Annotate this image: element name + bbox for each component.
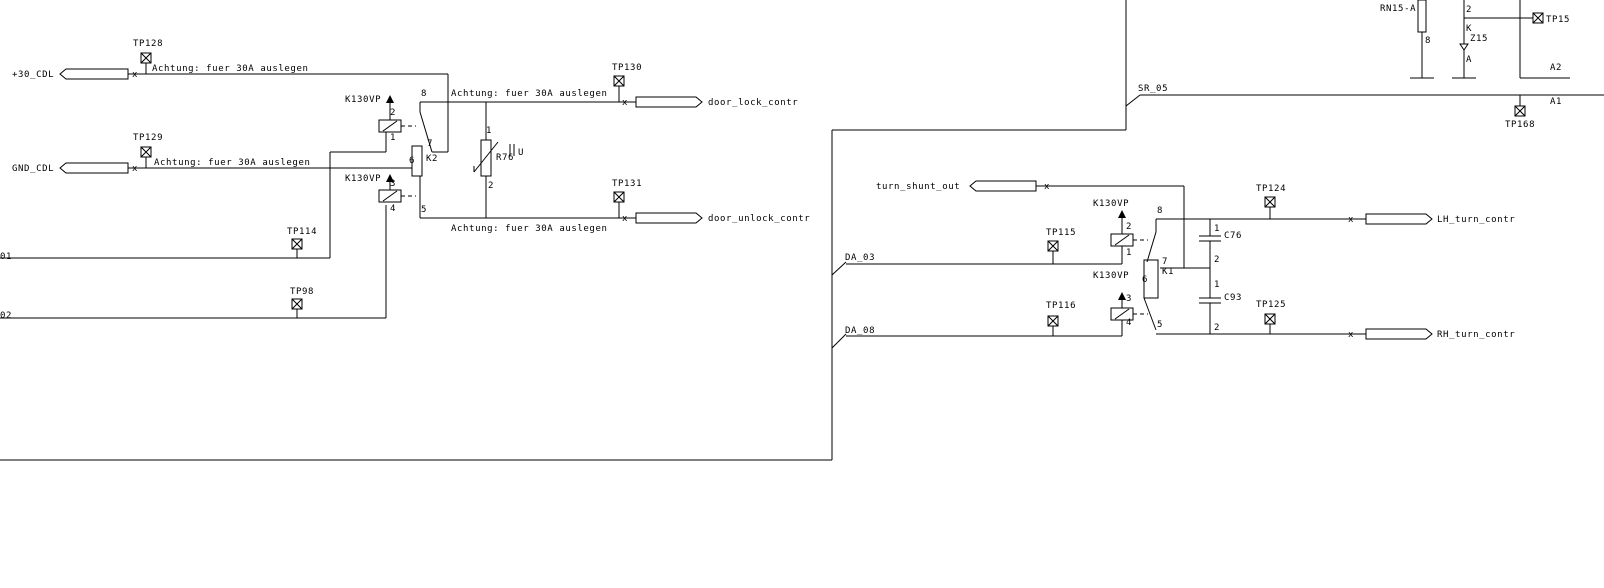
port-turn-shunt-out[interactable]	[969, 180, 1037, 192]
net-label-da01-fragment: 01	[0, 252, 12, 262]
cross-marker: x	[622, 214, 628, 224]
cross-marker: x	[1348, 215, 1354, 225]
svg-text:8: 8	[1157, 206, 1163, 216]
cross-marker: x	[1348, 330, 1354, 340]
svg-text:3: 3	[390, 179, 396, 189]
note-current-rating-1: Achtung: fuer 30A auslegen	[152, 64, 308, 74]
svg-text:1: 1	[1214, 224, 1220, 234]
relay-type-label-1: K130VP	[345, 95, 381, 105]
component-ref-c93: C93	[1224, 293, 1242, 303]
component-ref-rn15: RN15-A	[1380, 4, 1416, 14]
testpoint-label-tp115: TP115	[1046, 228, 1076, 238]
svg-text:U: U	[518, 148, 524, 158]
resistor-rn15[interactable]	[1417, 0, 1427, 33]
component-ref-r76: R76	[496, 153, 514, 163]
port-gnd-cdl[interactable]	[59, 162, 129, 174]
port-rh-turn[interactable]	[1365, 328, 1433, 340]
net-label-turn-shunt-out: turn_shunt_out	[876, 182, 960, 192]
net-label-da08: DA_08	[845, 326, 875, 336]
port-p30-cdl[interactable]	[59, 68, 129, 80]
svg-text:3: 3	[1126, 294, 1132, 304]
svg-text:A: A	[1466, 55, 1472, 65]
note-current-rating-2: Achtung: fuer 30A auslegen	[154, 158, 310, 168]
net-label-da03: DA_03	[845, 253, 875, 263]
cross-marker: x	[622, 98, 628, 108]
svg-text:8: 8	[1425, 36, 1431, 46]
svg-text:K: K	[1466, 24, 1472, 34]
svg-text:2: 2	[488, 181, 494, 191]
relay-type-label-2: K130VP	[345, 174, 381, 184]
switch-contact-k2	[419, 111, 433, 153]
svg-text:4: 4	[1126, 318, 1132, 328]
svg-text:2: 2	[1214, 323, 1220, 333]
testpoint-label-tp168: TP168	[1505, 120, 1535, 130]
svg-text:1: 1	[486, 126, 492, 136]
testpoint-label-tp98: TP98	[290, 287, 314, 297]
zener-z15[interactable]	[1459, 43, 1469, 51]
relay-arrow-icon	[1118, 210, 1126, 218]
testpoint-label-tp124: TP124	[1256, 184, 1286, 194]
note-current-rating-4: Achtung: fuer 30A auslegen	[451, 224, 607, 234]
svg-text:2: 2	[1466, 5, 1472, 15]
svg-text:8: 8	[421, 89, 427, 99]
testpoint-label-tp131: TP131	[612, 179, 642, 189]
svg-text:A2: A2	[1550, 63, 1562, 73]
relay-type-label-4: K130VP	[1093, 271, 1129, 281]
testpoint-label-tp114: TP114	[287, 227, 317, 237]
component-ref-z15: Z15	[1470, 34, 1488, 44]
svg-text:1: 1	[1126, 248, 1132, 258]
net-label-door-lock: door_lock_contr	[708, 98, 798, 108]
svg-text:4: 4	[390, 204, 396, 214]
net-label-door-unlock: door_unlock_contr	[708, 214, 810, 224]
cross-marker: x	[132, 70, 138, 80]
net-label-da02-fragment: 02	[0, 311, 12, 321]
testpoint-label-tp130: TP130	[612, 63, 642, 73]
port-door-lock[interactable]	[635, 96, 703, 108]
relay-ref-k1: K1	[1162, 267, 1174, 277]
switch-contact-k1	[1146, 231, 1157, 263]
svg-text:1: 1	[390, 133, 396, 143]
testpoint-label-tp128: TP128	[133, 39, 163, 49]
relay-arrow-icon	[386, 95, 394, 103]
net-label-lh-turn: LH_turn_contr	[1437, 215, 1515, 225]
testpoint-label-tp116: TP116	[1046, 301, 1076, 311]
resistor-r76[interactable]	[480, 139, 492, 177]
port-lh-turn[interactable]	[1365, 213, 1433, 225]
port-door-unlock[interactable]	[635, 212, 703, 224]
relay-arrow-icon	[1118, 292, 1126, 300]
relay-arrow-icon	[386, 174, 394, 182]
relay-ref-k2: K2	[426, 154, 438, 164]
cross-marker: x	[1044, 182, 1050, 192]
svg-text:7: 7	[1162, 257, 1168, 267]
svg-text:A1: A1	[1550, 97, 1562, 107]
svg-text:1: 1	[1214, 280, 1220, 290]
testpoint-label-tp129: TP129	[133, 133, 163, 143]
svg-text:5: 5	[421, 205, 427, 215]
svg-text:6: 6	[1142, 275, 1148, 285]
svg-text:2: 2	[390, 108, 396, 118]
svg-text:5: 5	[1157, 320, 1163, 330]
net-label-sr05: SR_05	[1138, 84, 1168, 94]
net-label-rh-turn: RH_turn_contr	[1437, 330, 1515, 340]
svg-text:7: 7	[427, 139, 433, 149]
net-label-p30-cdl: +30_CDL	[12, 70, 54, 80]
note-current-rating-3: Achtung: fuer 30A auslegen	[451, 89, 607, 99]
svg-text:2: 2	[1214, 255, 1220, 265]
net-label-gnd-cdl: GND_CDL	[12, 164, 54, 174]
relay-type-label-3: K130VP	[1093, 199, 1129, 209]
component-ref-c76: C76	[1224, 231, 1242, 241]
svg-text:2: 2	[1126, 222, 1132, 232]
cross-marker: x	[132, 164, 138, 174]
testpoint-label-tp15: TP15	[1546, 15, 1570, 25]
testpoint-label-tp125: TP125	[1256, 300, 1286, 310]
